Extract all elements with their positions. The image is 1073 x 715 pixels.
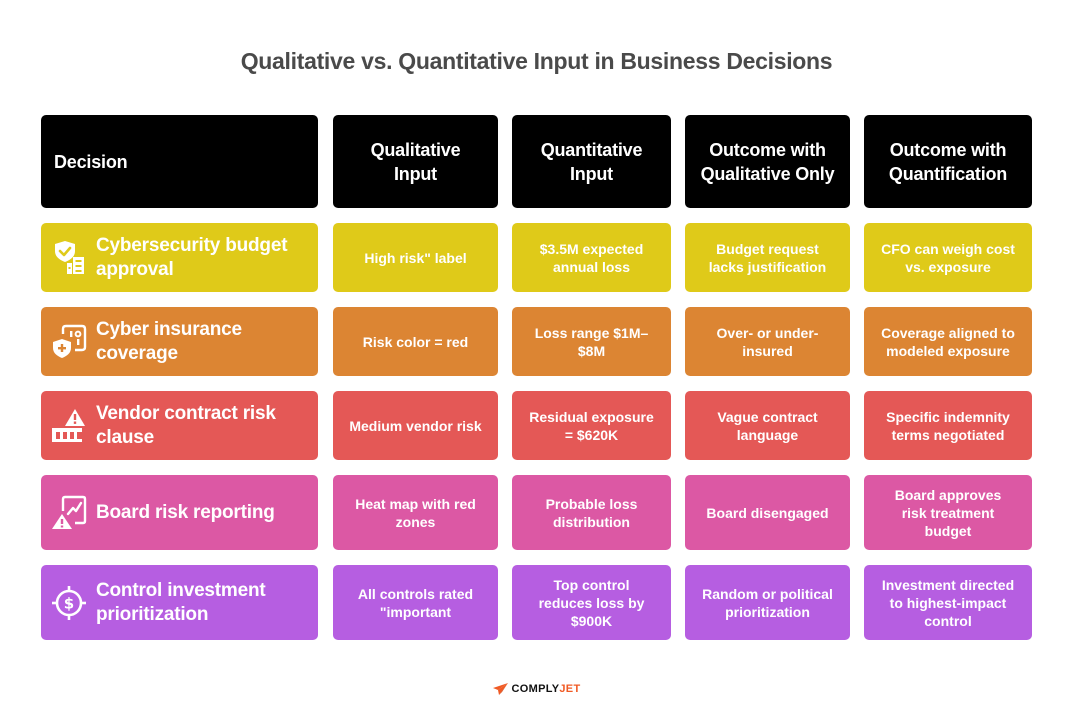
row-3-decision-label: Vendor contract risk clause [96, 402, 276, 448]
header-outcome-qualitative-label: Outcome with Qualitative Only [700, 139, 835, 184]
row-1-qualitative-text: High risk" label [364, 249, 467, 266]
row-3-outcome-quantified-text: Specific indemnity terms negotiated [886, 408, 1010, 443]
row-5-outcome-quantified: Investment directed to highest-impact co… [864, 565, 1032, 640]
header-quantitative-input-label: Quantitative Input [540, 139, 643, 184]
row-4-decision-label: Board risk reporting [96, 501, 275, 523]
row-5-decision-label: Control investment prioritization [96, 579, 266, 625]
row-5-qualitative: All controls rated "important [333, 565, 498, 640]
row-2-outcome-qualitative-text: Over- or under-insured [716, 324, 819, 359]
row-4-qualitative-text: Heat map with red zones [355, 495, 476, 530]
row-1-outcome-quantified-text: CFO can weigh cost vs. exposure [881, 240, 1015, 275]
header-outcome-quantified-label: Outcome with Quantification [888, 139, 1008, 184]
row-3-quantitative: Residual exposure = $620K [512, 391, 671, 460]
row-4-outcome-quantified: Board approves risk treatment budget [864, 475, 1032, 550]
row-5-outcome-qualitative: Random or political prioritization [685, 565, 850, 640]
header-decision: Decision [41, 115, 318, 208]
row-5-quantitative: Top control reduces loss by $900K [512, 565, 671, 640]
insurance-shield-plus-icon [51, 324, 87, 360]
row-5-quantitative-text: Top control reduces loss by $900K [538, 576, 645, 629]
row-3-outcome-quantified: Specific indemnity terms negotiated [864, 391, 1032, 460]
row-5-qualitative-text: All controls rated "important [357, 585, 474, 620]
row-3-quantitative-text: Residual exposure = $620K [529, 408, 654, 443]
shield-check-building-icon [51, 240, 87, 276]
report-chart-warning-icon [51, 495, 87, 531]
row-2-quantitative: Loss range $1M–$8M [512, 307, 671, 376]
row-3-decision: Vendor contract risk clause [41, 391, 318, 460]
row-1-decision-label: Cybersecurity budget approval [96, 234, 288, 280]
row-2-outcome-qualitative: Over- or under-insured [685, 307, 850, 376]
row-4-decision: Board risk reporting [41, 475, 318, 550]
page-title: Qualitative vs. Quantitative Input in Bu… [240, 48, 833, 74]
row-1-outcome-qualitative: Budget request lacks justification [685, 223, 850, 292]
row-3-qualitative: Medium vendor risk [333, 391, 498, 460]
row-4-outcome-qualitative-text: Board disengaged [706, 504, 829, 521]
row-3-outcome-qualitative-text: Vague contract language [717, 408, 818, 443]
header-decision-label: Decision [54, 151, 128, 172]
header-quantitative-input: Quantitative Input [512, 115, 671, 208]
row-1-quantitative-text: $3.5M expected annual loss [539, 240, 644, 275]
row-3-outcome-qualitative: Vague contract language [685, 391, 850, 460]
brand-name-part1: COMPLY [511, 683, 560, 695]
row-2-qualitative: Risk color = red [333, 307, 498, 376]
row-2-decision: Cyber insurance coverage [41, 307, 318, 376]
brand-name-part2: JET [559, 683, 581, 695]
row-1-outcome-quantified: CFO can weigh cost vs. exposure [864, 223, 1032, 292]
row-4-outcome-quantified-text: Board approves risk treatment budget [894, 486, 1002, 539]
vendor-warning-icon [51, 408, 87, 444]
row-3-qualitative-text: Medium vendor risk [349, 417, 482, 434]
header-qualitative-input: Qualitative Input [333, 115, 498, 208]
row-2-quantitative-text: Loss range $1M–$8M [534, 324, 649, 359]
row-1-qualitative: High risk" label [333, 223, 498, 292]
header-outcome-quantified: Outcome with Quantification [864, 115, 1032, 208]
row-2-qualitative-text: Risk color = red [362, 333, 469, 350]
row-4-qualitative: Heat map with red zones [333, 475, 498, 550]
row-1-outcome-qualitative-text: Budget request lacks justification [708, 240, 827, 275]
header-qualitative-input-label: Qualitative Input [370, 139, 461, 184]
row-4-quantitative: Probable loss distribution [512, 475, 671, 550]
row-1-quantitative: $3.5M expected annual loss [512, 223, 671, 292]
header-outcome-qualitative: Outcome with Qualitative Only [685, 115, 850, 208]
row-4-quantitative-text: Probable loss distribution [545, 495, 638, 530]
row-5-outcome-qualitative-text: Random or political prioritization [702, 585, 833, 620]
svg-text:$: $ [64, 594, 74, 612]
row-2-outcome-quantified: Coverage aligned to modeled exposure [864, 307, 1032, 376]
row-4-outcome-qualitative: Board disengaged [685, 475, 850, 550]
dollar-target-icon: $ [51, 585, 87, 621]
row-5-outcome-quantified-text: Investment directed to highest-impact co… [881, 576, 1015, 629]
row-1-decision: Cybersecurity budget approval [41, 223, 318, 292]
paper-plane-icon [492, 683, 508, 695]
row-5-decision: $ Control investment prioritization [41, 565, 318, 640]
row-2-decision-label: Cyber insurance coverage [96, 318, 242, 364]
row-2-outcome-quantified-text: Coverage aligned to modeled exposure [881, 324, 1015, 359]
